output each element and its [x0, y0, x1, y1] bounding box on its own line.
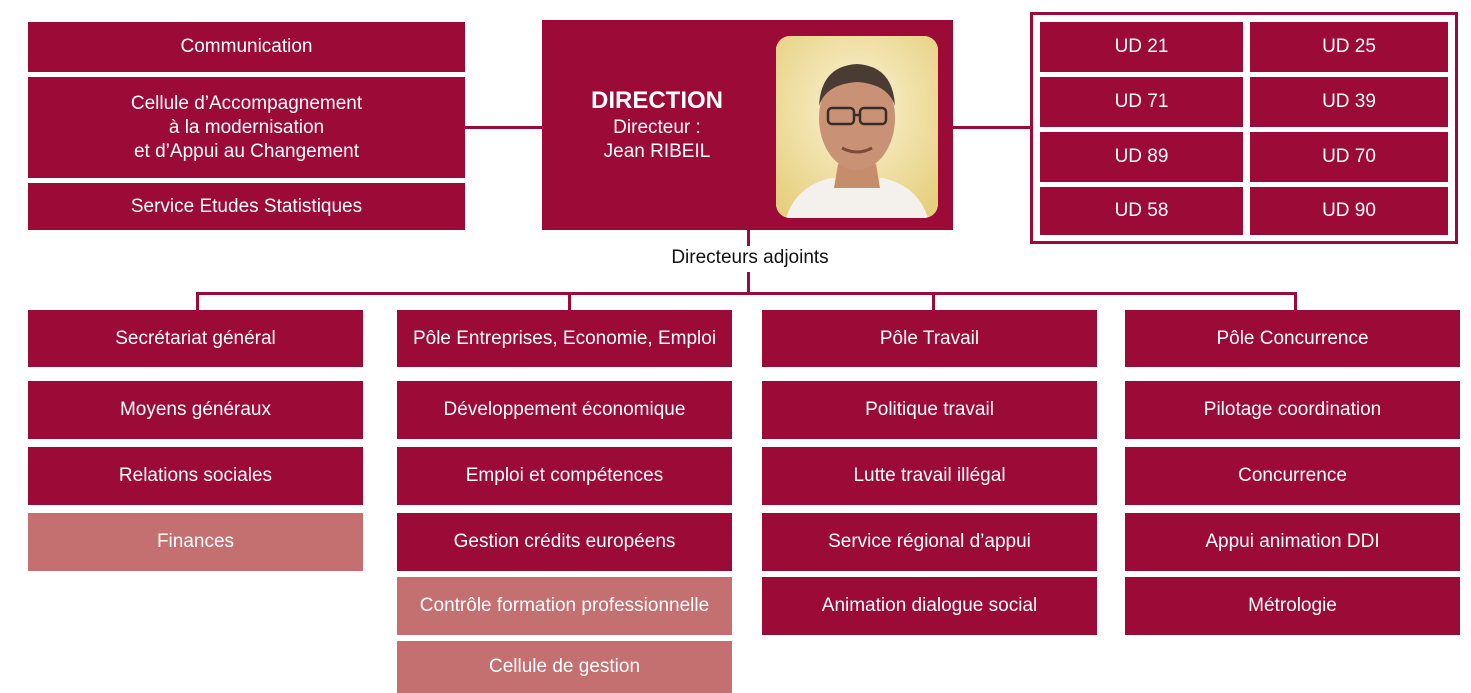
ud-label: UD 25 — [1322, 36, 1376, 57]
column-item: Moyens généraux — [28, 381, 363, 439]
column-head-entreprises: Pôle Entreprises, Economie, Emploi — [397, 310, 732, 367]
connector-left-direction — [465, 126, 542, 129]
ud-label: UD 21 — [1114, 36, 1169, 57]
column-item: Lutte travail illégal — [762, 447, 1097, 505]
ud-label: UD 58 — [1114, 200, 1169, 221]
column-item-label: Contrôle formation professionnelle — [419, 595, 710, 616]
connector-col2 — [568, 292, 571, 310]
director-role: Directeur : — [613, 117, 701, 138]
ud-box: UD 58 — [1040, 187, 1243, 235]
column-item-label: Gestion crédits européens — [453, 531, 676, 552]
communication-label: Communication — [180, 36, 313, 57]
column-item-label: Pilotage coordination — [1203, 399, 1382, 420]
connector-horizontal-bus — [196, 292, 1297, 295]
connector-direction-down — [747, 230, 750, 246]
column-item: Gestion crédits européens — [397, 513, 732, 571]
ud-label: UD 89 — [1114, 146, 1169, 167]
column-item-label: Concurrence — [1238, 465, 1347, 486]
ud-box: UD 39 — [1250, 77, 1448, 127]
connector-adjoints-down — [747, 272, 750, 294]
etudes-box: Service Etudes Statistiques — [28, 183, 465, 230]
column-item: Contrôle formation professionnelle — [397, 577, 732, 635]
ud-box: UD 89 — [1040, 132, 1243, 182]
column-item: Emploi et compétences — [397, 447, 732, 505]
etudes-label: Service Etudes Statistiques — [130, 195, 363, 217]
column-item-label: Lutte travail illégal — [853, 465, 1006, 486]
column-item-label: Métrologie — [1248, 595, 1337, 616]
column-head-secretariat: Secrétariat général — [28, 310, 363, 367]
cellule-line-3: et d’Appui au Changement — [133, 140, 359, 162]
column-item: Animation dialogue social — [762, 577, 1097, 635]
ud-box: UD 21 — [1040, 22, 1243, 72]
column-item-label: Politique travail — [865, 399, 994, 420]
connector-direction-ud — [953, 126, 1030, 129]
column-head-travail: Pôle Travail — [762, 310, 1097, 367]
director-portrait-photo — [776, 36, 938, 218]
column-item: Développement économique — [397, 381, 732, 439]
column-head-label: Secrétariat général — [115, 327, 276, 349]
column-head-label: Pôle Entreprises, Economie, Emploi — [412, 327, 717, 349]
column-item-label: Relations sociales — [118, 465, 273, 486]
director-name: Jean RIBEIL — [603, 141, 711, 162]
column-item: Finances — [28, 513, 363, 571]
ud-label: UD 71 — [1114, 91, 1169, 112]
adjoints-label: Directeurs adjoints — [671, 247, 829, 268]
column-item-label: Finances — [156, 531, 235, 552]
column-head-label: Pôle Concurrence — [1216, 327, 1369, 349]
connector-col3 — [932, 292, 935, 310]
column-item: Métrologie — [1125, 577, 1460, 635]
communication-box: Communication — [28, 22, 465, 72]
column-item: Service régional d’appui — [762, 513, 1097, 571]
connector-col1 — [196, 292, 199, 310]
column-head-label: Pôle Travail — [879, 327, 980, 349]
column-item-label: Moyens généraux — [119, 399, 272, 420]
column-item-label: Emploi et compétences — [465, 465, 664, 486]
ud-box: UD 71 — [1040, 77, 1243, 127]
ud-label: UD 70 — [1322, 146, 1376, 167]
ud-box: UD 90 — [1250, 187, 1448, 235]
column-item: Concurrence — [1125, 447, 1460, 505]
ud-box: UD 70 — [1250, 132, 1448, 182]
cellule-line-2: à la modernisation — [168, 116, 325, 138]
column-item: Politique travail — [762, 381, 1097, 439]
ud-box: UD 25 — [1250, 22, 1448, 72]
column-item-label: Développement économique — [443, 399, 686, 420]
portrait-icon — [776, 36, 938, 218]
direction-title: DIRECTION — [591, 87, 723, 114]
ud-label: UD 90 — [1322, 200, 1376, 221]
cellule-box: Cellule d’Accompagnement à la modernisat… — [28, 77, 465, 178]
ud-label: UD 39 — [1322, 91, 1376, 112]
column-item: Cellule de gestion — [397, 641, 732, 693]
column-item: Relations sociales — [28, 447, 363, 505]
column-head-concurrence: Pôle Concurrence — [1125, 310, 1460, 367]
column-item: Pilotage coordination — [1125, 381, 1460, 439]
connector-col4 — [1294, 292, 1297, 310]
column-item-label: Service régional d’appui — [828, 531, 1031, 552]
column-item-label: Appui animation DDI — [1205, 531, 1380, 552]
column-item-label: Cellule de gestion — [488, 656, 641, 677]
column-item-label: Animation dialogue social — [821, 595, 1038, 616]
cellule-line-1: Cellule d’Accompagnement — [130, 92, 363, 114]
column-item: Appui animation DDI — [1125, 513, 1460, 571]
